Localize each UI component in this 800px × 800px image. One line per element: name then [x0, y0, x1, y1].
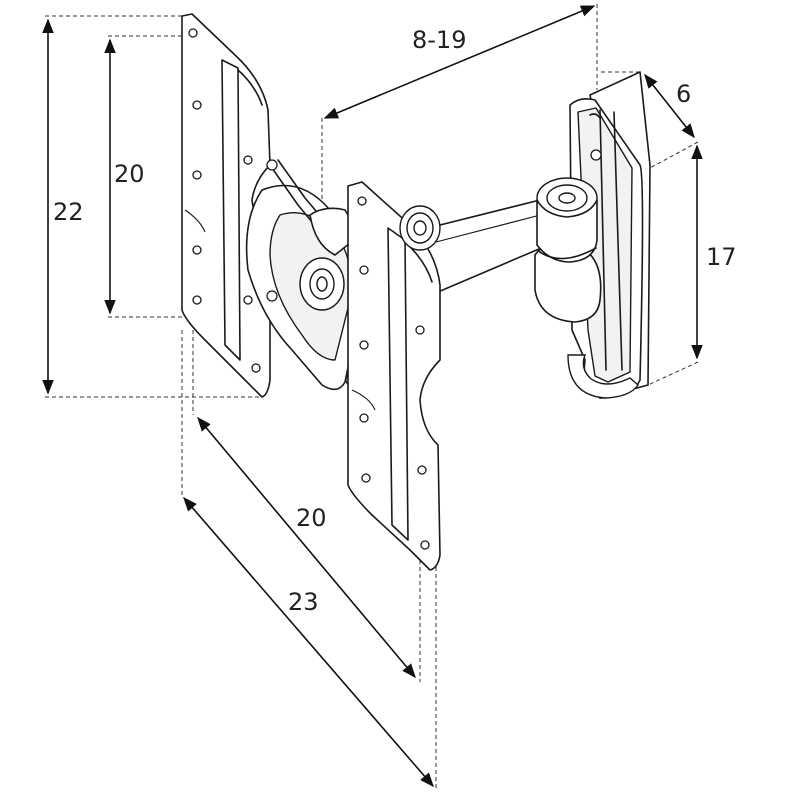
dimension-arrows	[42, 5, 703, 788]
label-plate-height: 17	[706, 243, 737, 271]
front-vesa-plate	[347, 181, 441, 571]
label-vesa-height: 20	[114, 160, 145, 188]
back-vesa-plate	[181, 13, 271, 398]
arrow-plate-depth	[644, 73, 695, 139]
tilt-swivel-mechanism	[245, 159, 366, 391]
label-extension: 8-19	[412, 26, 466, 54]
label-plate-depth: 6	[676, 80, 691, 108]
label-vesa-width: 20	[296, 504, 327, 532]
upper-arm	[419, 177, 602, 323]
dimension-labels: 22 20 8-19 6 17 20 23	[53, 26, 737, 616]
arrow-overall-width	[183, 496, 434, 788]
arrow-extension	[323, 5, 596, 119]
label-overall-width: 23	[288, 588, 319, 616]
label-overall-height: 22	[53, 198, 84, 226]
